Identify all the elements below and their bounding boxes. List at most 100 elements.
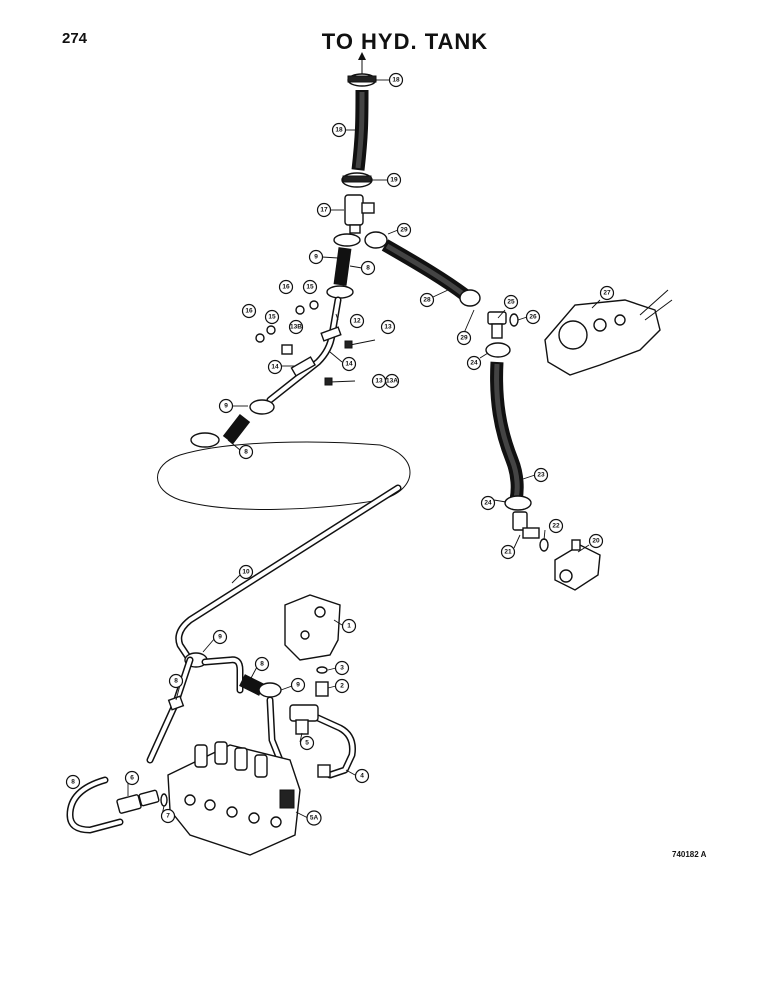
valve-20 xyxy=(554,539,601,591)
svg-text:7: 7 xyxy=(166,813,170,820)
callout-16-left: 16 xyxy=(241,303,257,319)
tube-clip xyxy=(290,326,342,377)
steel-tube-4 xyxy=(314,714,356,779)
svg-text:9: 9 xyxy=(314,254,318,261)
left-hose xyxy=(190,399,275,448)
callout-9-lower: 8 xyxy=(254,656,270,672)
svg-text:6: 6 xyxy=(130,775,134,782)
callout-27: 27 xyxy=(599,285,615,301)
callout-12: 12 xyxy=(349,313,365,329)
svg-text:23: 23 xyxy=(537,472,545,479)
valve-block-1 xyxy=(284,594,341,661)
svg-text:17: 17 xyxy=(320,207,328,214)
svg-text:16: 16 xyxy=(282,284,290,291)
callout-leaders xyxy=(127,79,601,819)
callout-8-left: 8 xyxy=(65,774,81,790)
callout-8-top: 8 xyxy=(168,673,184,689)
callout-2: 2 xyxy=(334,678,350,694)
callout-21: 21 xyxy=(500,544,516,560)
svg-text:4: 4 xyxy=(360,773,364,780)
svg-text:12: 12 xyxy=(353,318,361,325)
svg-text:8: 8 xyxy=(244,449,248,456)
tee-fitting xyxy=(344,194,375,234)
callout-26: 26 xyxy=(525,309,541,325)
callout-13a: 13A xyxy=(384,373,400,389)
callout-18-top: 18 xyxy=(388,72,404,88)
svg-text:15: 15 xyxy=(268,314,276,321)
callout-9-left: 8 xyxy=(238,444,254,460)
svg-text:1: 1 xyxy=(347,623,351,630)
svg-text:8: 8 xyxy=(71,779,75,786)
callout-22: 22 xyxy=(548,518,564,534)
svg-text:8: 8 xyxy=(260,661,264,668)
svg-text:14: 14 xyxy=(345,361,353,368)
arrow-up-icon xyxy=(358,52,366,75)
callout-6-left: 6 xyxy=(124,770,140,786)
callout-4: 4 xyxy=(354,768,370,784)
nut-washer-set xyxy=(255,300,319,355)
svg-text:13A: 13A xyxy=(386,378,398,385)
svg-text:26: 26 xyxy=(529,314,537,321)
callout-5a: 5A xyxy=(306,810,322,826)
svg-text:2: 2 xyxy=(340,683,344,690)
upper-return-hose xyxy=(351,89,369,171)
lower-hose-9 xyxy=(184,652,282,698)
svg-text:25: 25 xyxy=(507,299,515,306)
adapter-fitting-6 xyxy=(116,789,168,814)
bolt-13a xyxy=(324,377,356,386)
svg-text:8: 8 xyxy=(366,265,370,272)
callout-28: 28 xyxy=(419,292,435,308)
callout-1: 1 xyxy=(341,618,357,634)
svg-text:9: 9 xyxy=(224,403,228,410)
callout-25: 25 xyxy=(503,294,519,310)
callout-20: 20 xyxy=(588,533,604,549)
callout-24-bottom: 24 xyxy=(480,495,496,511)
svg-text:13: 13 xyxy=(375,378,383,385)
page-number: 274 xyxy=(62,30,88,47)
hydraulic-pump xyxy=(544,289,673,376)
svg-text:21: 21 xyxy=(504,549,512,556)
elbow-fitting-21 xyxy=(512,511,549,552)
callout-10-right: 9 xyxy=(290,677,306,693)
callout-19: 19 xyxy=(386,172,402,188)
callout-29-top: 29 xyxy=(396,222,412,238)
svg-text:8: 8 xyxy=(174,678,178,685)
svg-text:3: 3 xyxy=(340,665,344,672)
svg-text:15: 15 xyxy=(306,284,314,291)
callout-29-mid: 29 xyxy=(456,330,472,346)
svg-text:24: 24 xyxy=(470,360,478,367)
svg-text:14: 14 xyxy=(271,364,279,371)
elbow-fitting-25 xyxy=(487,311,519,339)
svg-text:9: 9 xyxy=(296,682,300,689)
bolt-13 xyxy=(344,339,376,349)
svg-text:22: 22 xyxy=(552,523,560,530)
svg-text:13B: 13B xyxy=(290,324,302,331)
hose-28 xyxy=(364,231,481,307)
svg-text:13: 13 xyxy=(384,324,392,331)
callout-24-top: 24 xyxy=(466,355,482,371)
callout-17: 17 xyxy=(316,202,332,218)
callout-14-left: 14 xyxy=(267,359,283,375)
svg-text:20: 20 xyxy=(592,538,600,545)
svg-text:28: 28 xyxy=(423,297,431,304)
steel-tube-11 xyxy=(175,484,402,664)
callout-13: 13 xyxy=(380,319,396,335)
svg-text:24: 24 xyxy=(484,500,492,507)
upper-hose-clamp xyxy=(341,172,373,188)
callout-13-lower: 13 xyxy=(371,373,387,389)
tee-fitting-5 xyxy=(289,704,319,735)
page-title: TO HYD. TANK xyxy=(321,29,489,54)
svg-text:29: 29 xyxy=(460,335,468,342)
callout-18-hose: 18 xyxy=(331,122,347,138)
svg-text:18: 18 xyxy=(335,127,343,134)
callout-7: 7 xyxy=(160,808,176,824)
top-hose-clamp xyxy=(347,73,377,87)
svg-text:5A: 5A xyxy=(310,815,319,822)
figure-reference: 740182 A xyxy=(672,850,707,859)
callout-3: 3 xyxy=(334,660,350,676)
callout-15-top: 15 xyxy=(302,279,318,295)
lower-short-hose xyxy=(326,233,361,299)
svg-text:5: 5 xyxy=(305,740,309,747)
callout-16: 16 xyxy=(278,279,294,295)
steel-tube-8 xyxy=(66,656,194,834)
